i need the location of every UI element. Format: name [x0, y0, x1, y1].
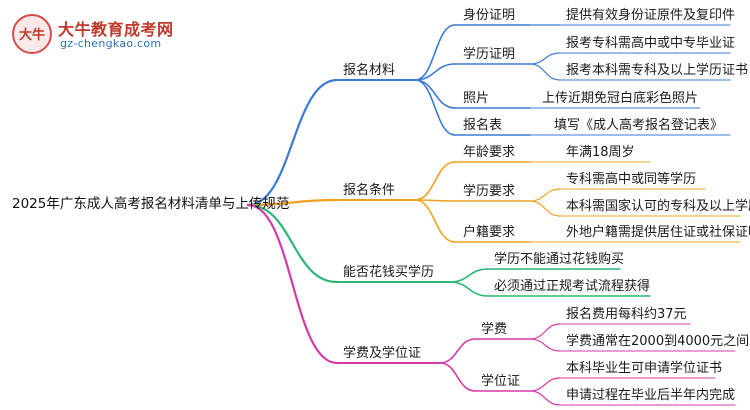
leaf-tuition-2: 学费通常在2000到4000元之间 — [566, 334, 750, 349]
leaf-education-proof-1: 报考专科需高中或中专毕业证 — [566, 36, 736, 51]
leaf-degree-2: 申请过程在毕业后半年内完成 — [566, 388, 736, 403]
leaf-education-requirement-1: 专科需高中或同等学历 — [566, 172, 697, 187]
leaf-link-degree-1 — [529, 377, 561, 392]
logo-mark: 大牛 — [19, 27, 45, 43]
sub-link-form — [414, 79, 456, 136]
branch-registration-materials: 报名材料 — [343, 63, 396, 78]
sub-age-requirement: 年龄要求 — [463, 145, 516, 160]
leaf-tuition-1: 报名费用每科约37元 — [566, 307, 687, 322]
branch-link-tuition — [246, 203, 339, 365]
root-topic: 2025年广东成人高考报名材料清单与上传规范 — [12, 196, 290, 212]
sub-link-household — [414, 199, 456, 243]
logo-title: 大牛教育成考网 — [58, 20, 174, 39]
leaf-link-buy-2 — [449, 281, 489, 297]
sub-household-requirement: 户籍要求 — [463, 225, 516, 240]
sub-degree: 学位证 — [481, 374, 521, 389]
leaf-education-proof-2: 报考本科需专科及以上学历证书 — [566, 63, 749, 78]
sub-link-degree — [439, 362, 476, 392]
leaf-link-edu-2 — [529, 63, 561, 81]
branch-buy-diploma: 能否花钱买学历 — [343, 265, 435, 280]
leaf-registration-form: 填写《成人高考报名登记表》 — [554, 118, 724, 133]
sub-id-proof: 身份证明 — [463, 8, 516, 23]
leaf-link-degree-2 — [529, 390, 561, 406]
sub-education-requirement: 学历要求 — [463, 184, 516, 199]
site-logo[interactable]: 大牛 大牛教育成考网 gz-chengkao.com — [12, 14, 262, 58]
leaf-education-requirement-2: 本科需国家认可的专科及以上学历 — [566, 199, 750, 214]
leaf-photo: 上传近期免冠白底彩色照片 — [542, 91, 699, 106]
leaf-link-tuition-1 — [529, 323, 561, 340]
branch-link-materials — [246, 78, 339, 207]
leaf-link-edu-req-1 — [529, 188, 561, 202]
branch-registration-conditions: 报名条件 — [343, 183, 396, 198]
sub-link-tuition — [439, 338, 476, 364]
sub-tuition: 学费 — [481, 322, 508, 337]
sub-link-id — [414, 24, 456, 81]
logo-icon: 大牛 — [12, 14, 52, 54]
leaf-link-buy-1 — [449, 268, 489, 283]
sub-link-edu — [414, 63, 456, 81]
leaf-household-requirement: 外地户籍需提供居住证或社保证明 — [566, 225, 750, 240]
sub-link-age — [414, 161, 456, 201]
branch-link-conditions — [246, 198, 339, 207]
branch-tuition-degree: 学费及学位证 — [343, 346, 422, 361]
sub-registration-form: 报名表 — [463, 118, 503, 133]
leaf-degree-1: 本科毕业生可申请学位证书 — [566, 361, 723, 376]
leaf-buy-diploma-1: 学历不能通过花钱购买 — [494, 252, 625, 267]
leaf-link-edu-req-2 — [529, 200, 561, 217]
leaf-link-edu-1 — [529, 52, 561, 65]
leaf-link-tuition-2 — [529, 338, 561, 352]
sub-photo: 照片 — [463, 91, 490, 106]
leaf-age-requirement: 年满18周岁 — [566, 145, 635, 160]
sub-education-proof: 学历证明 — [463, 47, 516, 62]
logo-url: gz-chengkao.com — [60, 37, 162, 50]
sub-link-photo — [414, 79, 456, 109]
branch-link-buy-diploma — [246, 203, 339, 284]
leaf-id-proof: 提供有效身份证原件及复印件 — [566, 8, 736, 23]
leaf-buy-diploma-2: 必须通过正规考试流程获得 — [494, 279, 651, 294]
